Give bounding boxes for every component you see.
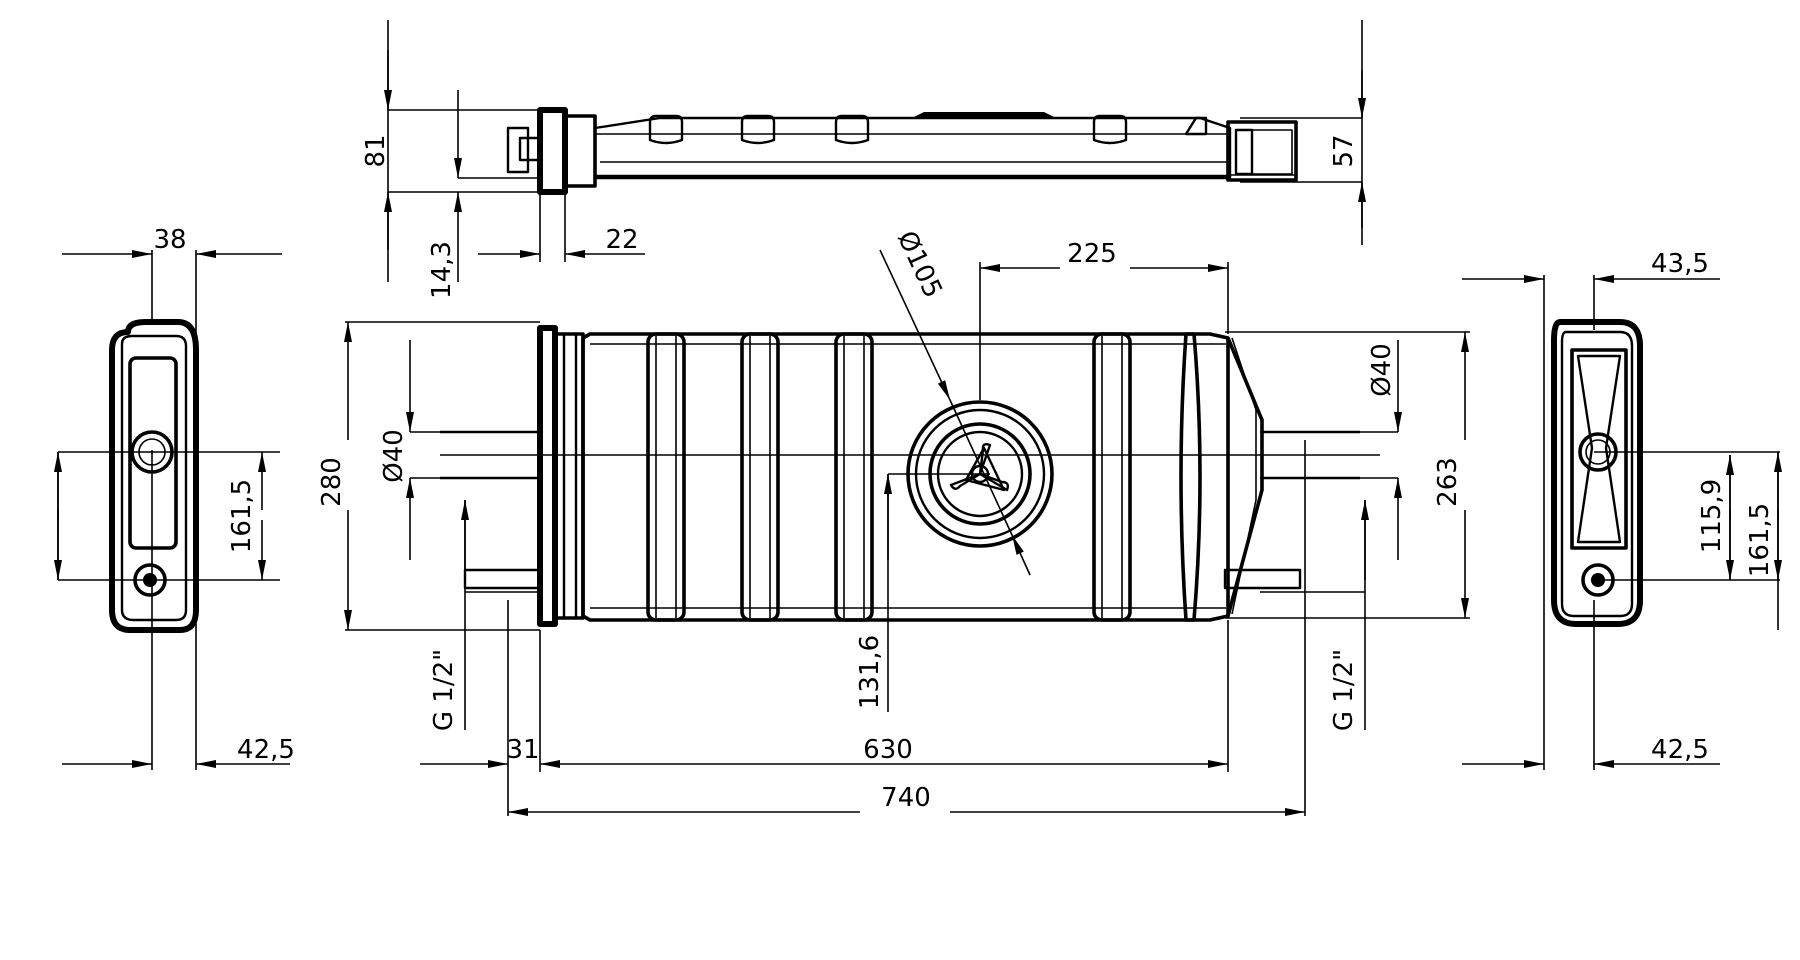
dim-225: 225 xyxy=(1067,239,1117,269)
dim-42-5-left: 42,5 xyxy=(237,735,295,765)
dim-43-5: 43,5 xyxy=(1651,249,1709,279)
dim-22: 22 xyxy=(605,225,638,255)
dim-thread-right: G 1/2" xyxy=(1329,649,1359,731)
front-view: 280 263 Ø40 Ø40 G 1/2" G 1/2" 131,6 xyxy=(317,227,1470,816)
dim-263: 263 xyxy=(1433,457,1463,507)
dim-161-5-left: 161,5 xyxy=(227,479,257,553)
body-ribs xyxy=(646,332,1202,622)
dim-740: 740 xyxy=(881,783,931,813)
dim-thread-left: G 1/2" xyxy=(429,649,459,731)
dim-630: 630 xyxy=(863,735,913,765)
dim-280: 280 xyxy=(317,457,347,507)
dim-diameter-40-left: Ø40 xyxy=(379,429,409,483)
dim-161-5-right: 161,5 xyxy=(1745,503,1775,577)
right-side-view: 43,5 42,5 115,9 161,5 xyxy=(1462,249,1782,770)
left-side-view: 38 42,5 161,5 xyxy=(54,225,295,770)
dim-14-3: 14,3 xyxy=(427,241,457,299)
dim-115-9: 115,9 xyxy=(1697,479,1727,553)
dim-42-5-right: 42,5 xyxy=(1651,735,1709,765)
outlet-port xyxy=(906,400,1054,548)
dim-81: 81 xyxy=(361,134,391,167)
dim-38: 38 xyxy=(153,225,186,255)
top-view: 81 14,3 22 57 xyxy=(361,20,1366,299)
dim-131-6: 131,6 xyxy=(855,635,885,709)
dim-31: 31 xyxy=(506,735,539,765)
dim-57: 57 xyxy=(1329,134,1359,167)
dim-diameter-40-right: Ø40 xyxy=(1367,343,1397,397)
